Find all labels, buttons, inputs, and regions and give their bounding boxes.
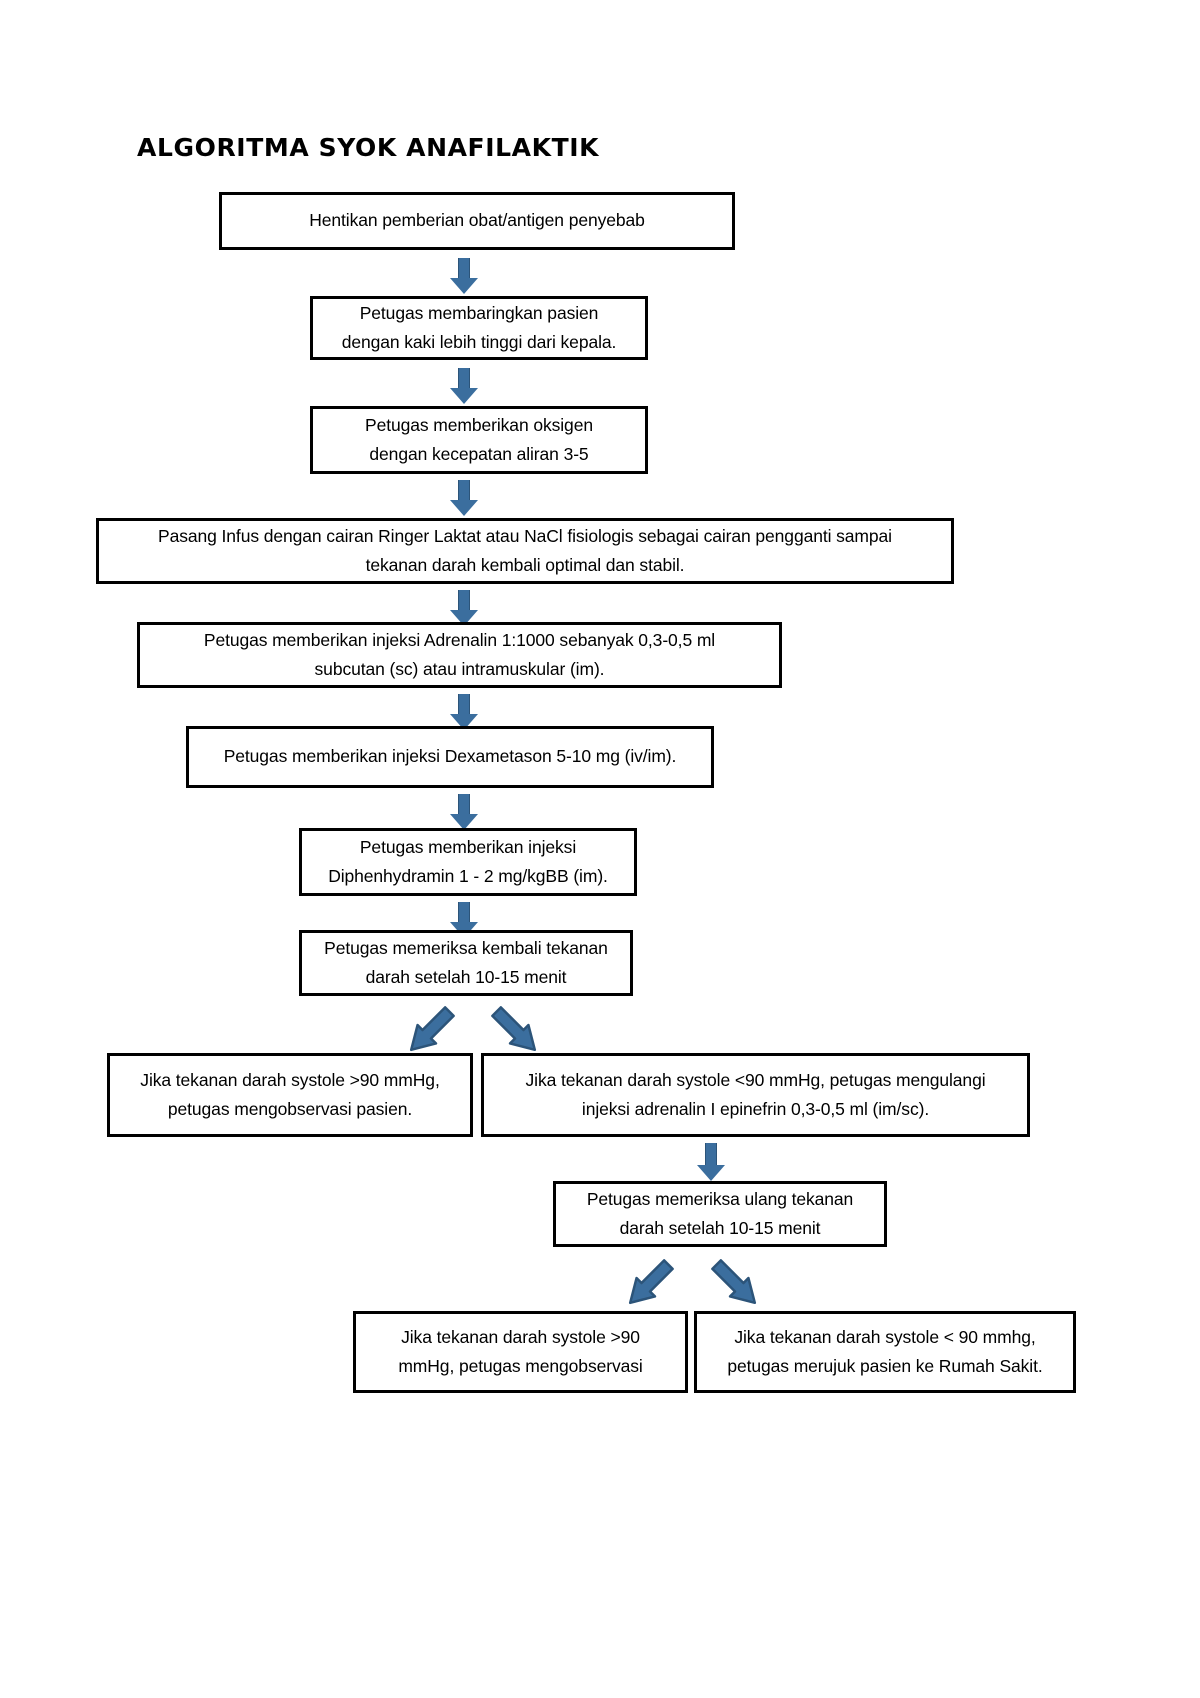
arrow-down-2 xyxy=(450,368,478,404)
flow-node-label: Petugas memberikan injeksi Adrenalin 1:1… xyxy=(203,629,716,679)
flow-node-label: Jika tekanan darah systole >90 mmHg, pet… xyxy=(398,1326,643,1376)
flow-node-label: Petugas memberikan injeksi Dexametason 5… xyxy=(223,746,677,767)
flow-node-iv-fluids: Pasang Infus dengan cairan Ringer Laktat… xyxy=(96,518,954,584)
arrow-head xyxy=(450,814,478,830)
flow-node-stop-antigen: Hentikan pemberian obat/antigen penyebab xyxy=(219,192,735,250)
arrow-diagonal-left-1 xyxy=(396,1000,466,1060)
arrow-shaft xyxy=(458,794,470,814)
flow-node-label: Petugas memberikan oksigen dengan kecepa… xyxy=(365,414,593,464)
flow-node-diphenhydramin-injection: Petugas memberikan injeksi Diphenhydrami… xyxy=(299,828,637,896)
flow-node-branch-systole-above-90: Jika tekanan darah systole >90 mmHg, pet… xyxy=(107,1053,473,1137)
arrow-head xyxy=(697,1165,725,1181)
flow-node-label: Petugas memeriksa kembali tekanan darah … xyxy=(324,937,608,987)
arrow-down-4 xyxy=(450,590,478,626)
flow-node-final-observe: Jika tekanan darah systole >90 mmHg, pet… xyxy=(353,1311,688,1393)
arrow-shaft xyxy=(458,368,470,388)
flow-node-give-oxygen: Petugas memberikan oksigen dengan kecepa… xyxy=(310,406,648,474)
flow-node-dexametason-injection: Petugas memberikan injeksi Dexametason 5… xyxy=(186,726,714,788)
arrow-head xyxy=(450,500,478,516)
arrow-shaft xyxy=(705,1143,717,1165)
flow-node-recheck-bp-first: Petugas memeriksa kembali tekanan darah … xyxy=(299,930,633,996)
flow-node-label: Jika tekanan darah systole < 90 mmhg, pe… xyxy=(727,1326,1043,1376)
flow-node-label: Jika tekanan darah systole <90 mmHg, pet… xyxy=(525,1069,986,1119)
arrow-head xyxy=(450,278,478,294)
arrow-shaft xyxy=(458,258,470,278)
arrow-down-5 xyxy=(450,694,478,730)
flow-node-recheck-bp-second: Petugas memeriksa ulang tekanan darah se… xyxy=(553,1181,887,1247)
arrow-down-3 xyxy=(450,480,478,516)
arrow-down-6 xyxy=(450,794,478,830)
arrow-head xyxy=(450,388,478,404)
flow-node-label: Petugas membaringkan pasien dengan kaki … xyxy=(341,302,617,352)
arrow-shaft xyxy=(458,590,470,610)
arrow-shaft xyxy=(458,480,470,500)
flow-node-position-patient: Petugas membaringkan pasien dengan kaki … xyxy=(310,296,648,360)
flow-node-adrenaline-injection: Petugas memberikan injeksi Adrenalin 1:1… xyxy=(137,622,782,688)
arrow-diagonal-left-2 xyxy=(615,1253,685,1313)
arrow-down-1 xyxy=(450,258,478,294)
arrow-shaft xyxy=(458,902,470,922)
arrow-shaft xyxy=(458,694,470,714)
flow-node-final-refer-hospital: Jika tekanan darah systole < 90 mmhg, pe… xyxy=(694,1311,1076,1393)
arrow-diagonal-right-1 xyxy=(480,1000,550,1060)
arrow-down-8 xyxy=(697,1143,725,1181)
flow-node-label: Petugas memeriksa ulang tekanan darah se… xyxy=(586,1188,854,1238)
page-title: ALGORITMA SYOK ANAFILAKTIK xyxy=(137,133,600,162)
flow-node-label: Petugas memberikan injeksi Diphenhydrami… xyxy=(328,836,608,886)
flow-node-label: Pasang Infus dengan cairan Ringer Laktat… xyxy=(158,525,892,575)
flow-node-label: Jika tekanan darah systole >90 mmHg, pet… xyxy=(140,1069,440,1119)
flow-node-branch-systole-below-90: Jika tekanan darah systole <90 mmHg, pet… xyxy=(481,1053,1030,1137)
flow-node-label: Hentikan pemberian obat/antigen penyebab xyxy=(309,210,645,231)
arrow-diagonal-right-2 xyxy=(700,1253,770,1313)
